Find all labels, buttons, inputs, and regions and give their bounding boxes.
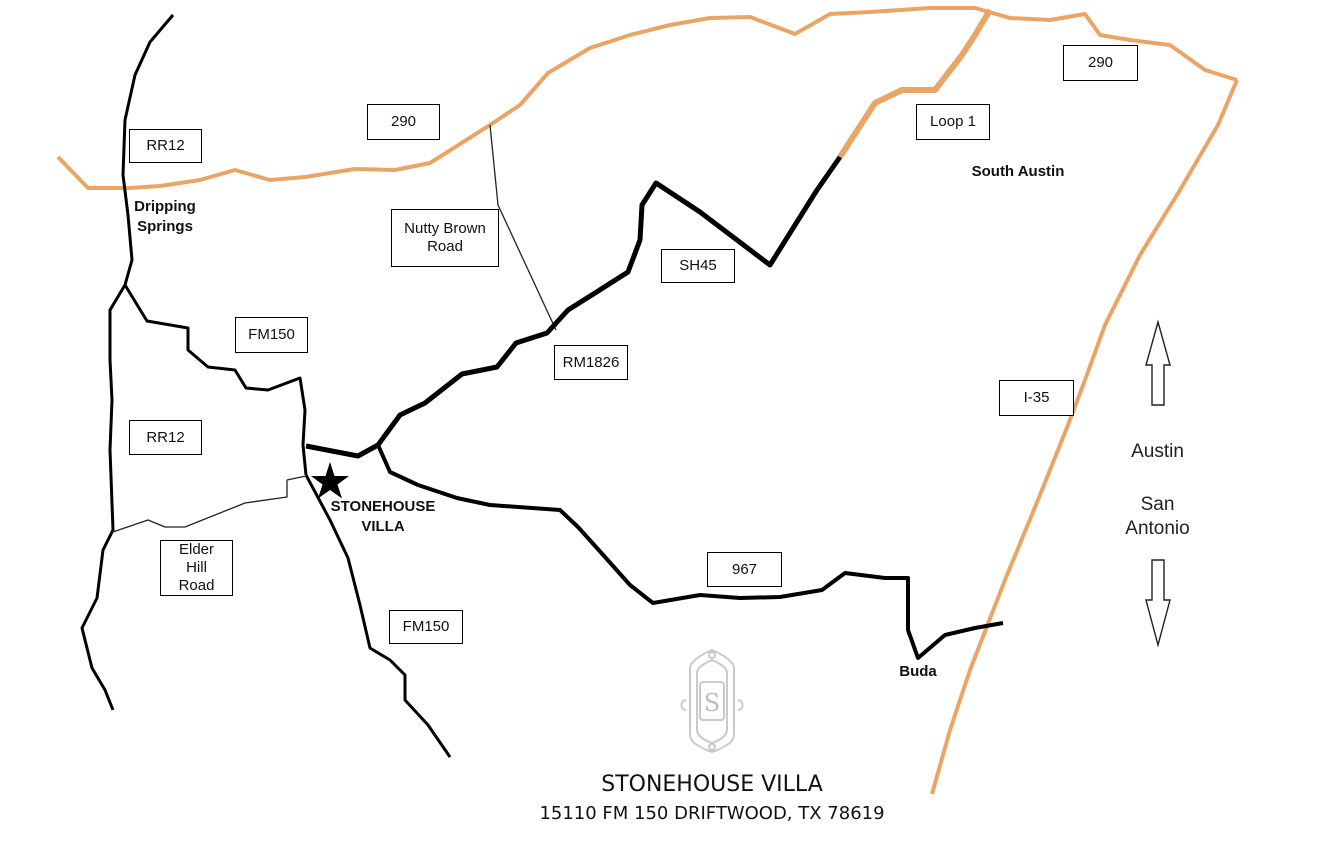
label-fm150-south: FM150: [389, 610, 463, 644]
direction-austin: Austin: [1131, 441, 1184, 462]
highway-loop1: [837, 8, 993, 159]
label-nutty-brown: Nutty Brown Road: [391, 209, 499, 267]
label-i35: I-35: [999, 380, 1074, 416]
place-dripping-springs: Dripping Springs: [134, 198, 196, 235]
road-fm150-south: [304, 474, 452, 758]
label-sh45: SH45: [661, 249, 735, 283]
logo-letter: S: [704, 689, 720, 717]
road-rr12: [80, 14, 175, 711]
venue-name: STONEHOUSE VILLA: [601, 772, 823, 797]
label-290-west: 290: [367, 104, 440, 140]
arrow-up-icon: [1145, 319, 1171, 406]
highway-290: [56, 6, 1238, 190]
label-loop1: Loop 1: [916, 104, 990, 140]
label-rm1826: RM1826: [554, 345, 628, 380]
place-south-austin: South Austin: [971, 163, 1065, 180]
star-icon: [311, 462, 349, 499]
road-nutty-brown: [489, 124, 557, 331]
place-stonehouse-villa: STONEHOUSE VILLA: [330, 498, 436, 535]
road-967: [376, 444, 1004, 660]
arrow-down-icon: [1145, 559, 1171, 648]
label-elder-hill: Elder Hill Road: [160, 540, 233, 596]
label-fm150-north: FM150: [235, 317, 308, 353]
label-rr12-north: RR12: [129, 129, 202, 163]
road-rm1826-sh45: [305, 155, 843, 459]
highway-i35: [930, 79, 1239, 795]
venue-address: 15110 FM 150 DRIFTWOOD, TX 78619: [539, 803, 885, 824]
road-elder-hill: [109, 475, 307, 534]
label-967: 967: [707, 552, 782, 587]
label-290-east: 290: [1063, 45, 1138, 81]
label-rr12-south: RR12: [129, 420, 202, 455]
monogram-logo-icon: S: [680, 648, 744, 754]
road-fm150-north: [123, 284, 308, 476]
direction-san-antonio: San Antonio: [1125, 494, 1190, 539]
place-buda: Buda: [899, 663, 937, 680]
